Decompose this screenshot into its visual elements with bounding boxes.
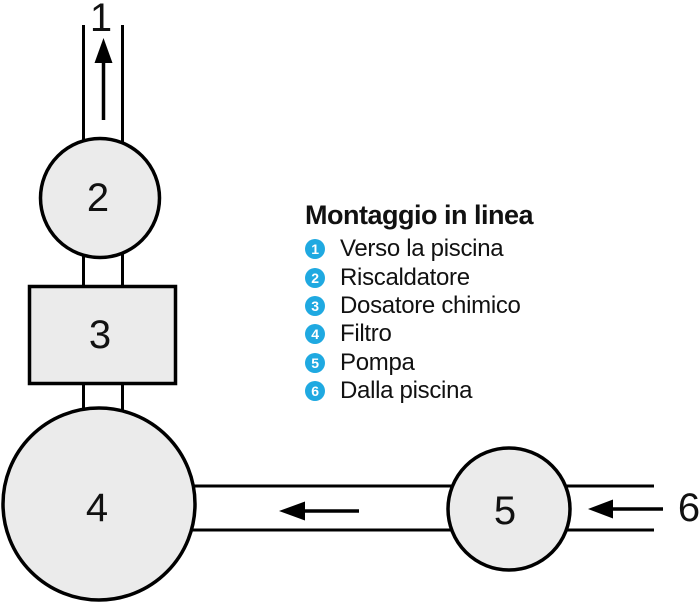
legend-bullet-1: 1 bbox=[305, 239, 325, 260]
from-pool-number: 6 bbox=[678, 486, 700, 530]
filter-circle bbox=[1, 406, 197, 602]
legend-item-label: Riscaldatore bbox=[340, 263, 470, 291]
pump-number: 5 bbox=[494, 489, 516, 533]
chemical-doser-rect bbox=[27, 284, 178, 386]
legend-bullet-5: 5 bbox=[305, 352, 325, 373]
legend: Montaggio in linea 1 Verso la piscina 2 … bbox=[305, 200, 534, 405]
legend-item-heater: 2 Riscaldatore bbox=[305, 263, 533, 291]
legend-item-filter: 4 Filtro bbox=[305, 320, 533, 348]
legend-item-to-pool: 1 Verso la piscina bbox=[305, 235, 533, 263]
chemical-doser-number: 3 bbox=[89, 313, 111, 357]
legend-bullet-number: 3 bbox=[311, 297, 319, 314]
legend-bullet-6: 6 bbox=[305, 381, 325, 402]
legend-bullet-2: 2 bbox=[305, 267, 325, 288]
legend-bullet-number: 5 bbox=[311, 354, 319, 371]
legend-bullet-3: 3 bbox=[305, 295, 325, 316]
to-pool-number: 1 bbox=[90, 0, 112, 40]
legend-item-label: Filtro bbox=[340, 320, 392, 348]
heater-circle bbox=[38, 136, 162, 260]
legend-item-label: Pompa bbox=[340, 348, 415, 376]
legend-item-label: Dosatore chimico bbox=[340, 291, 521, 319]
legend-bullet-number: 6 bbox=[311, 383, 319, 400]
legend-bullet-number: 4 bbox=[311, 326, 319, 343]
pipe-pump-filter bbox=[190, 484, 455, 532]
legend-item-from-pool: 6 Dalla piscina bbox=[305, 377, 533, 405]
legend-title: Montaggio in linea bbox=[305, 200, 534, 230]
legend-item-label: Verso la piscina bbox=[340, 235, 504, 263]
heater-number: 2 bbox=[87, 176, 109, 220]
pipe-to-pool bbox=[82, 25, 124, 145]
filter-number: 4 bbox=[86, 486, 108, 530]
legend-bullet-number: 1 bbox=[311, 241, 319, 258]
arrow-head-icon bbox=[588, 499, 613, 519]
legend-item-chemical-doser: 3 Dosatore chimico bbox=[305, 292, 533, 320]
arrow-head-icon bbox=[279, 501, 305, 521]
legend-bullet-4: 4 bbox=[305, 324, 325, 345]
pump-circle bbox=[446, 446, 572, 572]
flow-arrow-left-mid bbox=[279, 501, 359, 521]
legend-item-label: Dalla piscina bbox=[340, 377, 473, 405]
arrow-head-icon bbox=[94, 38, 113, 63]
legend-item-pump: 5 Pompa bbox=[305, 349, 533, 377]
pipe-from-pool bbox=[565, 484, 654, 532]
flow-arrow-up bbox=[94, 38, 113, 120]
legend-bullet-number: 2 bbox=[311, 269, 319, 286]
flow-arrow-left-inlet bbox=[588, 499, 663, 519]
